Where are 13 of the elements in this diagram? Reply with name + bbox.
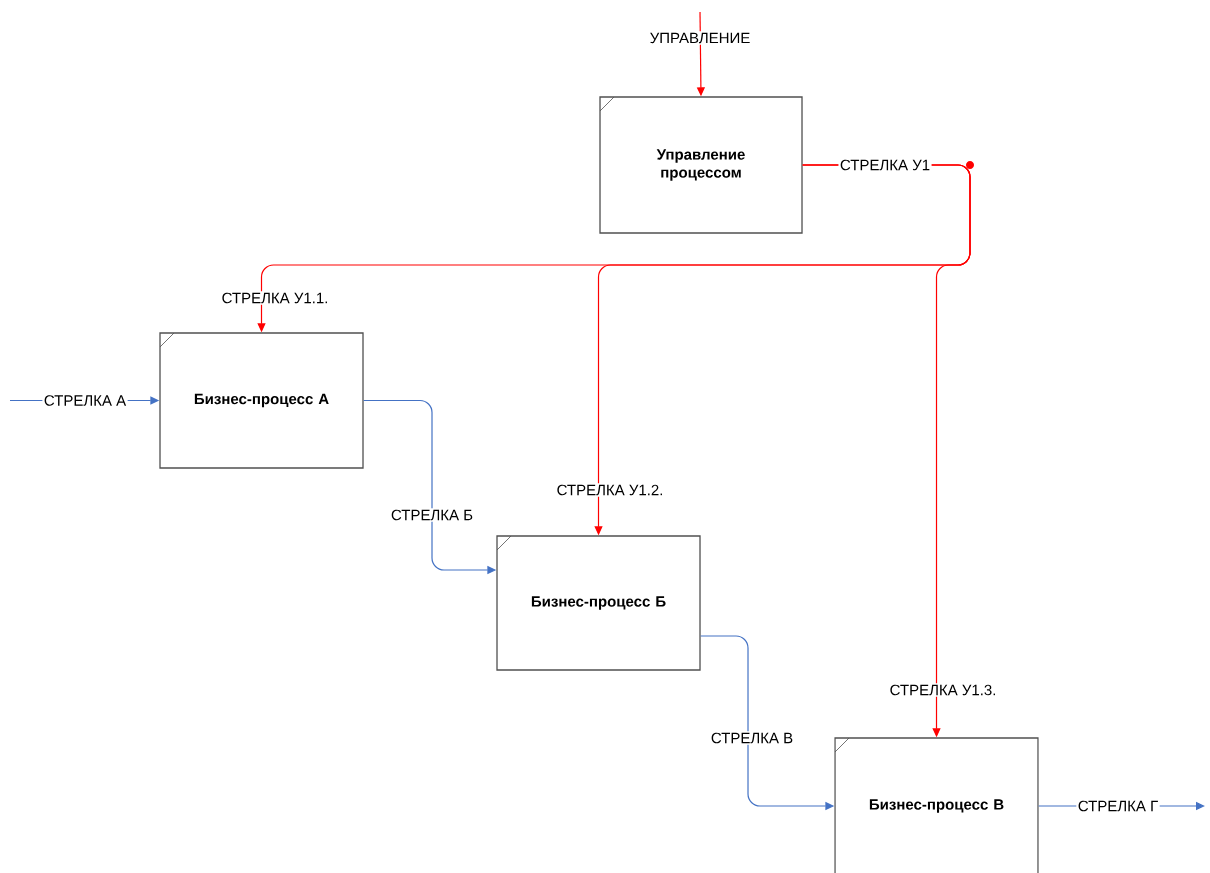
edge-label: СТРЕЛКА Г bbox=[1076, 799, 1160, 813]
edge-label: СТРЕЛКА Б bbox=[389, 508, 475, 522]
edge-label: СТРЕЛКА В bbox=[709, 731, 795, 745]
line-text: СТРЕЛКА У1 bbox=[838, 158, 932, 172]
process-box: Управление процессом bbox=[599, 96, 803, 234]
process-box: Бизнес-процесс В bbox=[834, 737, 1039, 873]
edge-label: УПРАВЛЕНИЕ bbox=[648, 31, 752, 45]
edge-label: СТРЕЛКА А bbox=[42, 393, 128, 408]
process-box: Бизнес-процесс Б bbox=[496, 535, 701, 671]
edge-label: СТРЕЛКА У1.1. bbox=[220, 291, 330, 305]
edge-label: СТРЕЛКА У1.3. bbox=[888, 683, 998, 697]
edge-label: СТРЕЛКА У1.2. bbox=[555, 483, 665, 497]
process-box: Бизнес-процесс А bbox=[159, 332, 364, 469]
